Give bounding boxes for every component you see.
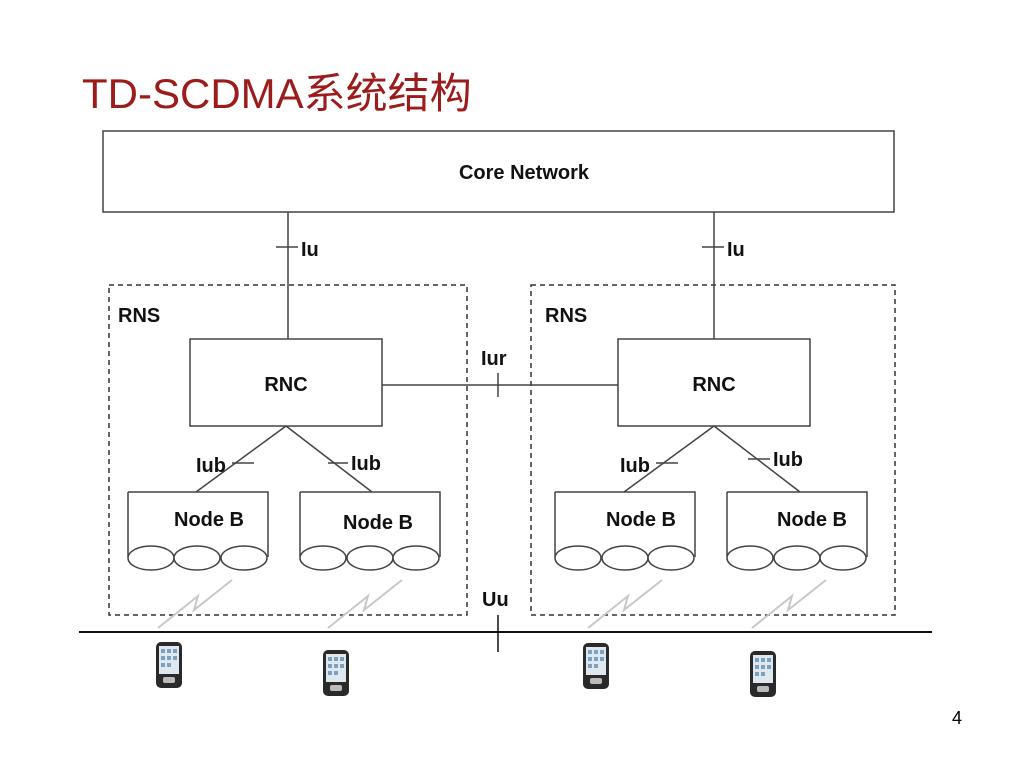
uu-label: Uu [482, 589, 509, 611]
node-b-3-label: Node B [606, 509, 676, 531]
iub-label-left-2: Iub [351, 453, 381, 475]
node-b-1: Node B [127, 491, 269, 571]
rns-box-right [530, 284, 896, 616]
iu-label-right: Iu [727, 239, 745, 261]
rns-label-left: RNS [118, 305, 160, 327]
rns-label-right: RNS [545, 305, 587, 327]
iub-label-left-1: Iub [196, 455, 226, 477]
radio-link-icon [751, 579, 827, 629]
node-b-2: Node B [299, 491, 441, 571]
iub-link-left-1 [195, 425, 287, 493]
radio-link-icon [157, 579, 233, 629]
rns-box-left [108, 284, 468, 616]
node-b-3: Node B [554, 491, 696, 571]
node-b-4-label: Node B [777, 509, 847, 531]
radio-link-icon [327, 579, 403, 629]
mobile-phone-icon [750, 651, 776, 697]
core-network-label: Core Network [459, 162, 590, 184]
rnc-label-right: RNC [692, 374, 735, 396]
mobile-phone-icon [583, 643, 609, 689]
iur-label: Iur [481, 348, 507, 370]
iub-link-right-1 [623, 425, 715, 493]
node-b-1-label: Node B [174, 509, 244, 531]
rnc-box-left [189, 338, 383, 427]
iub-label-right-1: Iub [620, 455, 650, 477]
iu-label-left: Iu [301, 239, 319, 261]
node-b-2-label: Node B [343, 512, 413, 534]
rnc-label-left: RNC [264, 374, 307, 396]
mobile-phone-icon [156, 642, 182, 688]
slide-title: TD-SCDMA系统结构 [82, 70, 472, 117]
page-number: 4 [952, 708, 963, 728]
rnc-box-right [617, 338, 811, 427]
iub-label-right-2: Iub [773, 449, 803, 471]
iub-link-left-2 [285, 425, 373, 493]
node-b-4: Node B [726, 491, 868, 571]
radio-link-icon [587, 579, 663, 629]
core-network-box [102, 130, 895, 213]
mobile-phone-icon [323, 650, 349, 696]
